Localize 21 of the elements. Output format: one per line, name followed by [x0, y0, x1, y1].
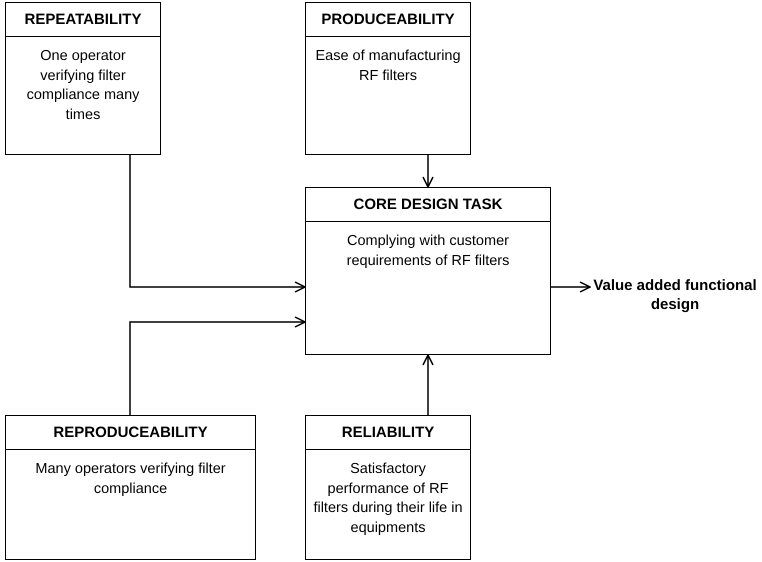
process-box [5, 415, 256, 560]
process-box [305, 187, 551, 355]
box-text: Satisfactory performance of RF filters during their life in equipments [312, 460, 464, 538]
box-text: Ease of manufacturing RF filters [314, 47, 462, 86]
box-text: Many operators verifying filter compliance [34, 460, 227, 499]
output-label: Value added functional design [592, 277, 758, 314]
arrow [551, 281, 591, 293]
box-text: Complying with customer requirements of RF filters [346, 232, 510, 271]
process-box [305, 415, 471, 560]
box-heading: RELIABILITY [306, 416, 470, 450]
process-box [305, 2, 471, 155]
process-box [5, 2, 161, 155]
box-heading: REPRODUCEABILITY [6, 416, 255, 450]
arrow [422, 354, 434, 415]
box-heading: CORE DESIGN TASK [306, 188, 550, 222]
arrow [129, 316, 306, 415]
box-heading: REPEATABILITY [6, 3, 160, 37]
arrow [422, 155, 434, 188]
box-heading: PRODUCEABILITY [306, 3, 470, 37]
arrow [129, 155, 306, 293]
box-text: One operator verifying filter compliance many times [26, 47, 140, 125]
